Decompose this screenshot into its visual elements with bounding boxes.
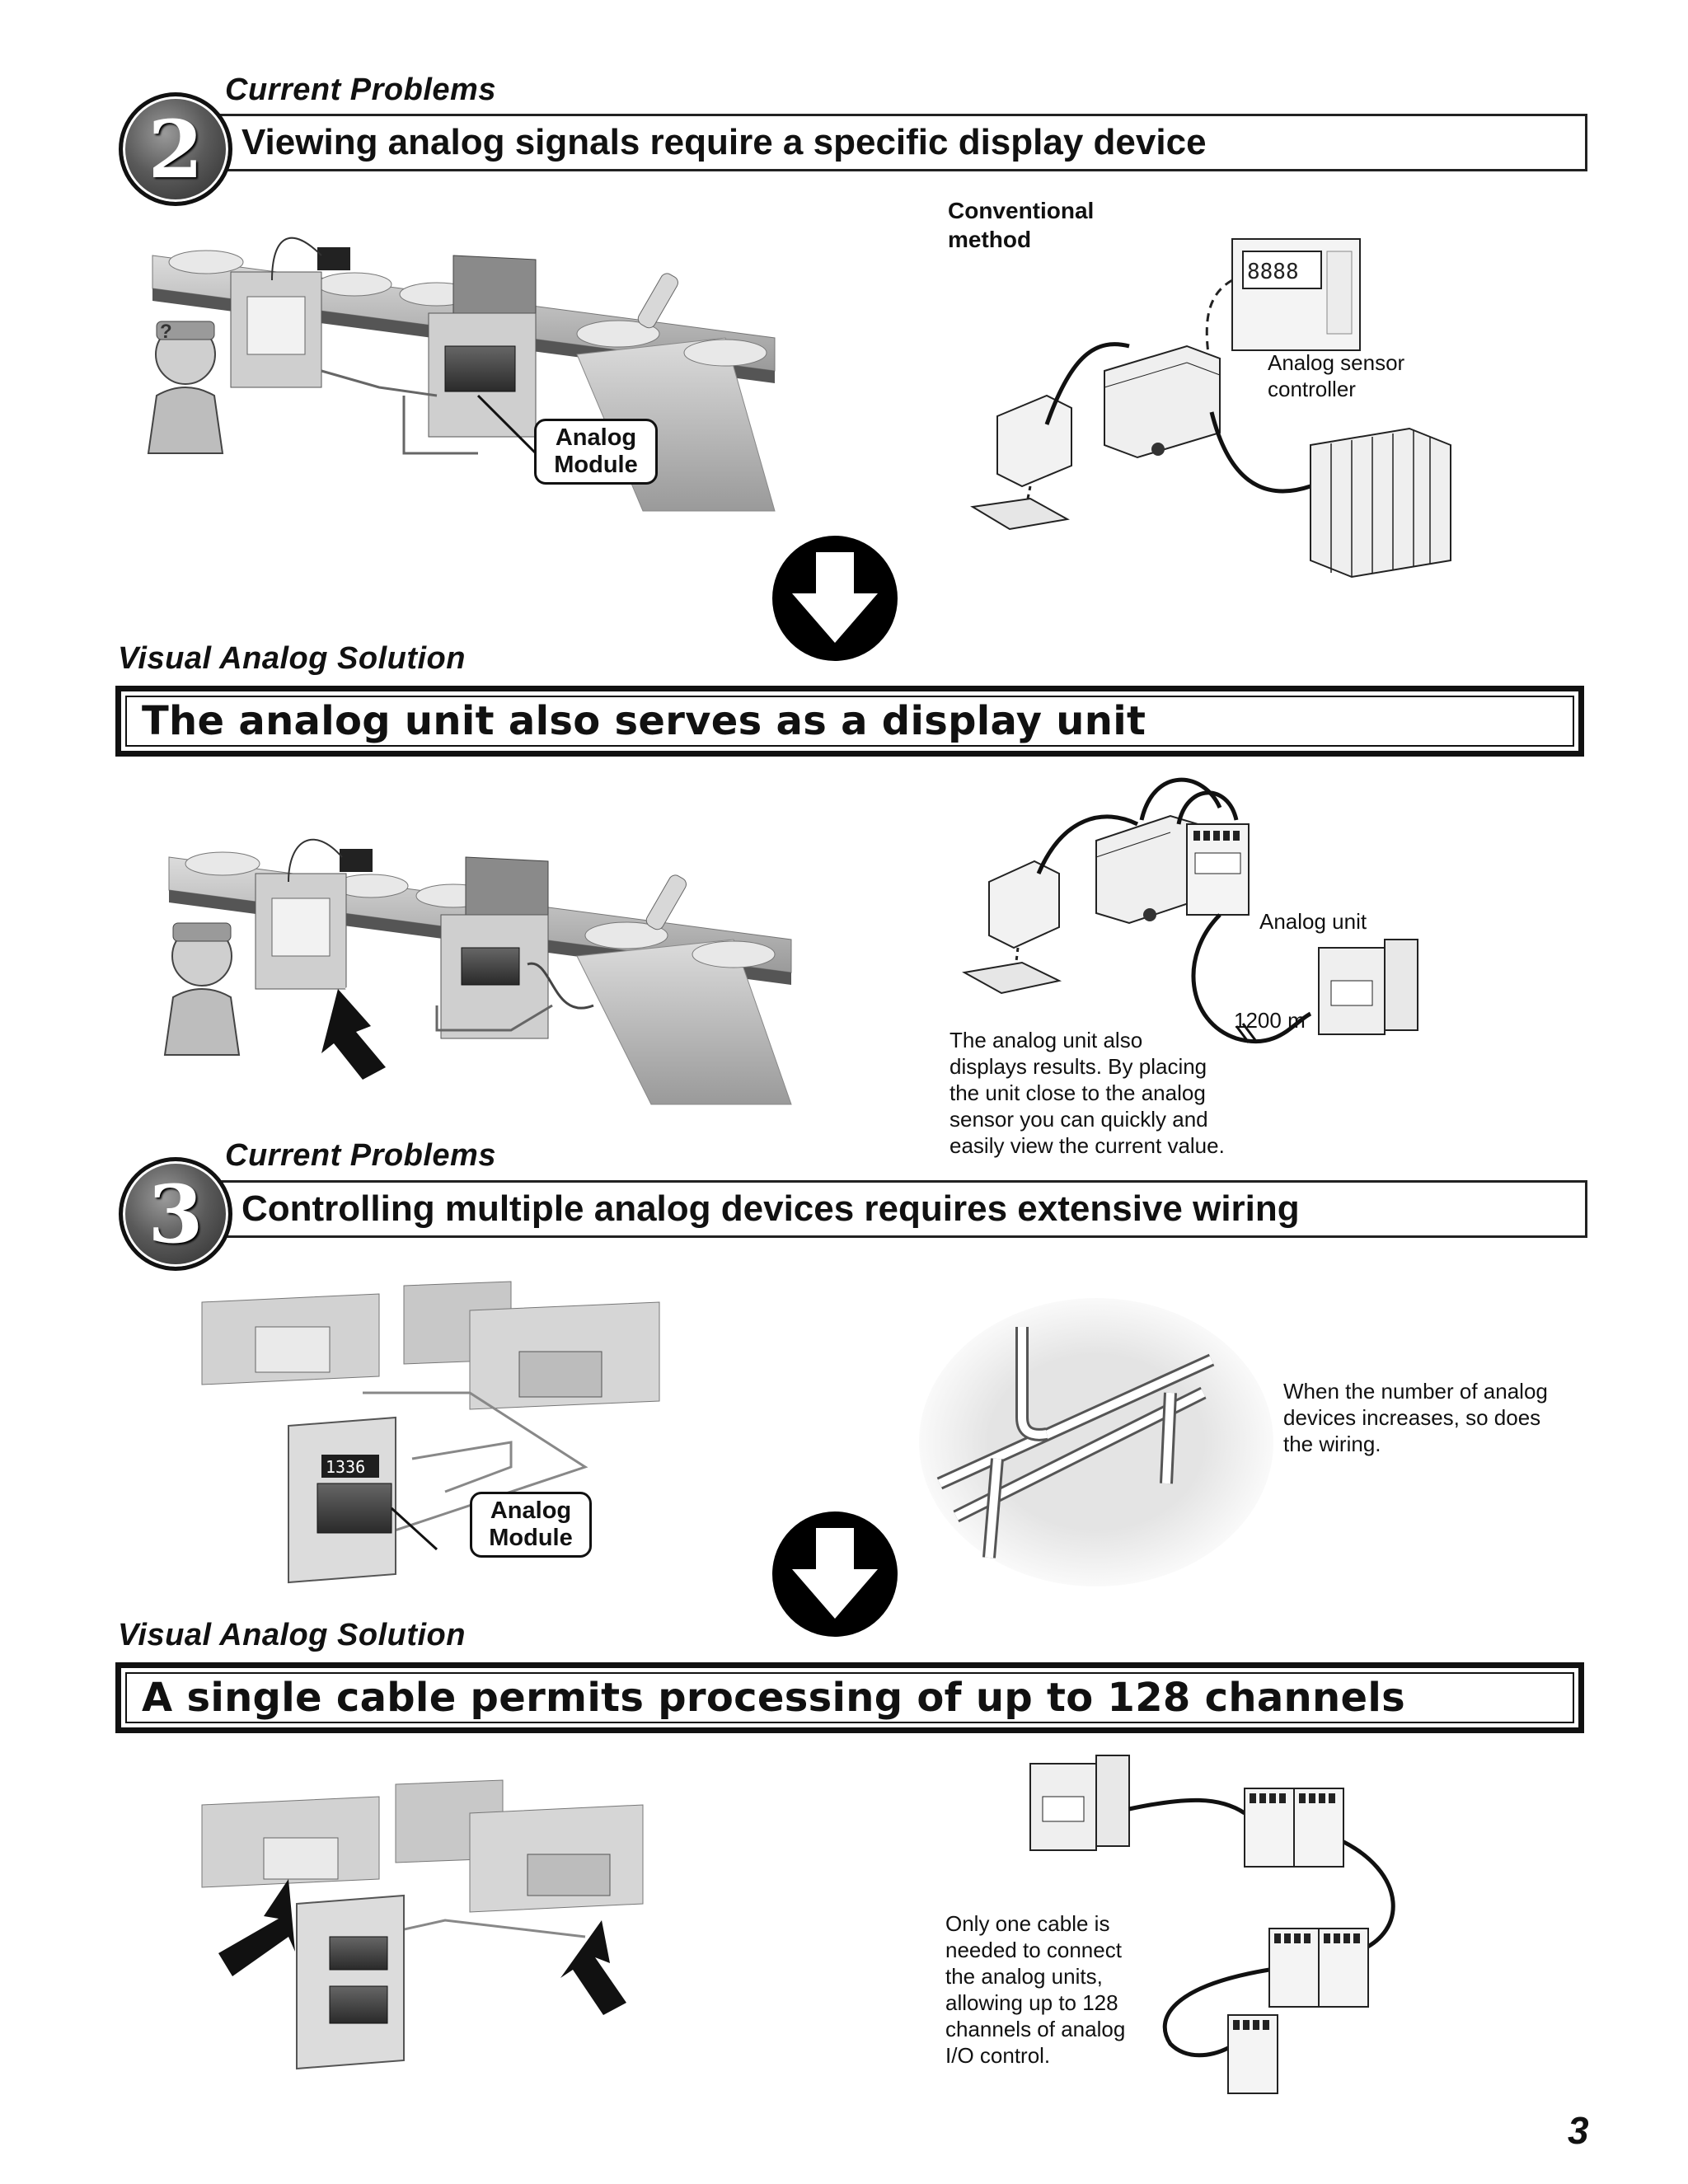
conventional-line-2: method bbox=[948, 227, 1032, 252]
problem-title-text: Controlling multiple analog devices requ… bbox=[241, 1188, 1300, 1229]
solution-label-3: Visual Analog Solution bbox=[118, 1618, 466, 1652]
svg-text:?: ? bbox=[160, 321, 172, 343]
solution-title-text: The analog unit also serves as a display… bbox=[125, 696, 1574, 747]
wiring-caption-line-3: the wiring. bbox=[1283, 1432, 1381, 1456]
display-readout: 1336 bbox=[326, 1457, 365, 1477]
solution-title-text: A single cable permits processing of up … bbox=[125, 1672, 1574, 1723]
section-number: 2 bbox=[148, 102, 204, 196]
caption-line-4: allowing up to 128 bbox=[945, 1990, 1118, 2015]
solution-title-2: The analog unit also serves as a display… bbox=[115, 686, 1584, 757]
multi-station-kl-illustration bbox=[201, 1779, 644, 2070]
multi-station-illustration: 1336 bbox=[201, 1281, 660, 1584]
caption-line-6: I/O control. bbox=[945, 2043, 1051, 2068]
svg-text:8888: 8888 bbox=[1247, 260, 1299, 284]
wiring-caption: When the number of analog devices increa… bbox=[1283, 1378, 1548, 1457]
section-number-badge: 2 bbox=[119, 92, 232, 206]
solution-caption-2: The analog unit also displays results. B… bbox=[950, 1027, 1225, 1159]
sensor-controller-line-1: Analog sensor bbox=[1268, 350, 1405, 375]
problem-label-3: Current Problems bbox=[225, 1138, 496, 1173]
analog-module-callout: Analog Module bbox=[470, 1492, 592, 1558]
caption-line-5: easily view the current value. bbox=[950, 1133, 1225, 1158]
conventional-method-title: Conventional method bbox=[948, 196, 1094, 254]
analog-unit-label: Analog unit bbox=[1259, 909, 1367, 934]
sensor-controller-label: Analog sensor controller bbox=[1268, 349, 1404, 402]
caption-line-3: the analog units, bbox=[945, 1964, 1103, 1989]
single-cable-diagram bbox=[1029, 1755, 1395, 2094]
wiring-caption-line-2: devices increases, so does bbox=[1283, 1405, 1541, 1430]
callout-line-2: Module bbox=[554, 452, 638, 478]
solution-label-2: Visual Analog Solution bbox=[118, 641, 466, 676]
problem-title-3: Controlling multiple analog devices requ… bbox=[216, 1180, 1587, 1238]
distance-label: 1200 m bbox=[1234, 1008, 1306, 1033]
callout-line-1: Analog bbox=[555, 424, 637, 451]
caption-line-3: the unit close to the analog bbox=[950, 1080, 1206, 1105]
wiring-caption-line-1: When the number of analog bbox=[1283, 1379, 1548, 1404]
conventional-method-diagram: 8888 bbox=[970, 238, 1451, 579]
single-cable-caption: Only one cable is needed to connect the … bbox=[945, 1910, 1125, 2069]
callout-line-1: Analog bbox=[490, 1497, 572, 1524]
section-number-badge: 3 bbox=[119, 1157, 232, 1271]
caption-line-5: channels of analog bbox=[945, 2017, 1126, 2041]
down-arrow-icon bbox=[772, 536, 898, 661]
caption-line-4: sensor you can quickly and bbox=[950, 1107, 1208, 1132]
conventional-line-1: Conventional bbox=[948, 198, 1095, 223]
problem-title-text: Viewing analog signals require a specifi… bbox=[241, 122, 1207, 162]
caption-line-2: needed to connect bbox=[945, 1938, 1122, 1962]
conveyor-illustration-kl bbox=[163, 838, 792, 1105]
caption-line-2: displays results. By placing bbox=[950, 1054, 1207, 1079]
wiring-illustration bbox=[919, 1298, 1273, 1586]
conveyor-illustration: ? bbox=[147, 237, 776, 512]
analog-module-callout: Analog Module bbox=[534, 419, 658, 485]
problem-title-2: Viewing analog signals require a specifi… bbox=[216, 114, 1587, 171]
problem-label-2: Current Problems bbox=[225, 73, 496, 107]
caption-line-1: Only one cable is bbox=[945, 1911, 1110, 1936]
analog-unit-diagram bbox=[962, 777, 1418, 1044]
down-arrow-icon bbox=[772, 1511, 898, 1637]
solution-title-3: A single cable permits processing of up … bbox=[115, 1662, 1584, 1733]
caption-line-1: The analog unit also bbox=[950, 1028, 1143, 1052]
callout-line-2: Module bbox=[489, 1525, 573, 1551]
section-number: 3 bbox=[148, 1167, 204, 1261]
sensor-controller-line-2: controller bbox=[1268, 377, 1356, 401]
page-number: 3 bbox=[1568, 2109, 1589, 2152]
